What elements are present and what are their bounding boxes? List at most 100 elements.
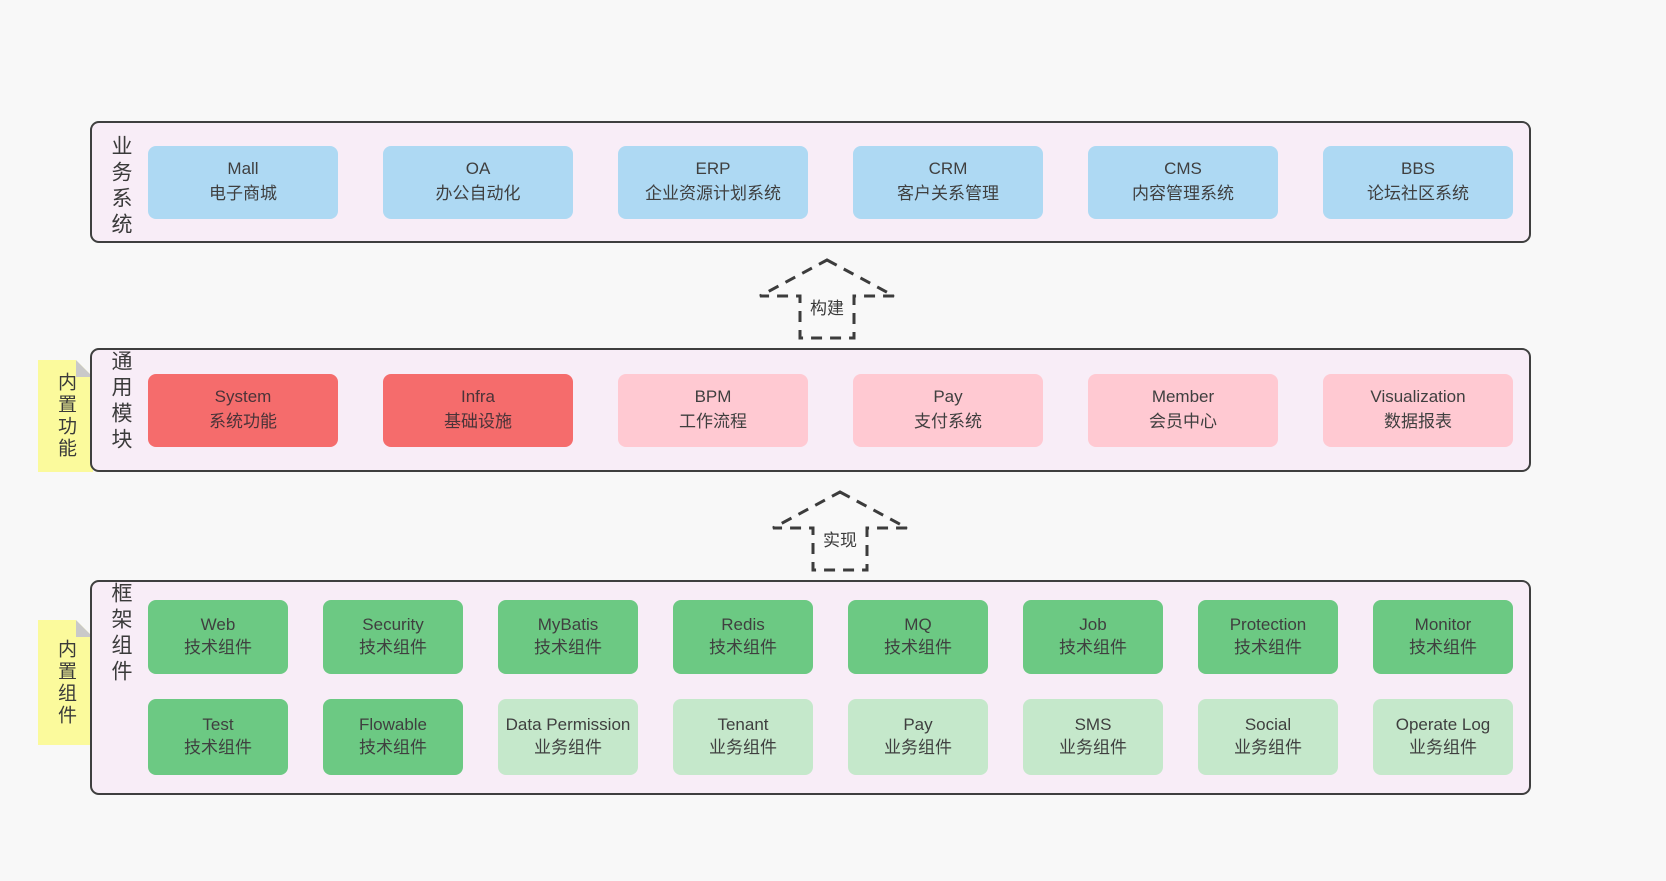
common-modules-box-row: System 系统功能 Infra 基础设施 BPM 工作流程 Pay 支付系统 Member 会… <box>148 350 1513 470</box>
component-box-pay: Pay 业务组件 <box>848 699 988 775</box>
component-desc: 技术组件 <box>359 638 427 657</box>
component-name: Data Permission <box>505 715 631 735</box>
component-desc: 技术组件 <box>184 738 252 757</box>
tier-common-modules: 通用模块 System 系统功能 Infra 基础设施 BPM 工作流程 Pay 支付系统 Me… <box>90 348 1531 472</box>
implement-arrow: 实现 <box>770 489 910 573</box>
component-name: MyBatis <box>537 615 599 635</box>
component-name: Pay <box>933 387 963 407</box>
component-box-test: Test 技术组件 <box>148 699 288 775</box>
component-box-pay: Pay 支付系统 <box>853 373 1043 447</box>
implement-arrow-label: 实现 <box>820 526 860 551</box>
component-name: Test <box>202 715 234 735</box>
component-desc: 办公自动化 <box>435 184 521 203</box>
component-name: Social <box>1244 715 1292 735</box>
component-name: Visualization <box>1370 387 1466 407</box>
component-name: Web <box>200 615 236 635</box>
tier-label-framework-components: 框架组件 <box>109 582 132 686</box>
sticky-note-label: 内置功能 <box>55 372 76 460</box>
component-desc: 技术组件 <box>1059 638 1127 657</box>
component-name: ERP <box>695 159 731 179</box>
component-name: OA <box>465 159 491 179</box>
component-desc: 技术组件 <box>1234 638 1302 657</box>
sticky-note-built-in-functions: 内置功能 <box>38 360 93 472</box>
component-desc: 基础设施 <box>444 412 512 431</box>
component-box-flowable: Flowable 技术组件 <box>323 699 463 775</box>
component-name: CMS <box>1164 159 1202 179</box>
component-desc: 工作流程 <box>679 412 747 431</box>
component-box-tenant: Tenant 业务组件 <box>673 699 813 775</box>
component-name: Security <box>362 615 424 635</box>
component-desc: 业务组件 <box>709 738 777 757</box>
component-name: SMS <box>1074 715 1112 735</box>
tier-label-common-modules: 通用模块 <box>109 350 132 454</box>
component-box-bbs: BBS 论坛社区系统 <box>1323 145 1513 219</box>
component-name: Job <box>1079 615 1107 635</box>
component-name: CRM <box>928 159 968 179</box>
component-desc: 内容管理系统 <box>1132 184 1234 203</box>
component-box-erp: ERP 企业资源计划系统 <box>618 145 808 219</box>
component-box-system: System 系统功能 <box>148 373 338 447</box>
component-desc: 电子商城 <box>209 184 277 203</box>
component-desc: 支付系统 <box>914 412 982 431</box>
component-box-job: Job 技术组件 <box>1023 600 1163 674</box>
component-box-data-permission: Data Permission 业务组件 <box>498 699 638 775</box>
component-box-operate-log: Operate Log 业务组件 <box>1373 699 1513 775</box>
component-box-crm: CRM 客户关系管理 <box>853 145 1043 219</box>
component-name: Monitor <box>1414 615 1472 635</box>
component-desc: 业务组件 <box>1409 738 1477 757</box>
component-desc: 技术组件 <box>359 738 427 757</box>
component-desc: 技术组件 <box>884 638 952 657</box>
component-name: BPM <box>694 387 732 407</box>
component-desc: 系统功能 <box>209 412 277 431</box>
component-desc: 业务组件 <box>884 738 952 757</box>
component-name: Mall <box>227 159 259 179</box>
component-name: BBS <box>1400 159 1436 179</box>
component-box-redis: Redis 技术组件 <box>673 600 813 674</box>
business-systems-box-row: Mall 电子商城 OA 办公自动化 ERP 企业资源计划系统 CRM 客户关系管理 CMS 内容… <box>148 123 1513 241</box>
component-desc: 技术组件 <box>709 638 777 657</box>
component-name: MQ <box>904 615 932 635</box>
component-box-mybatis: MyBatis 技术组件 <box>498 600 638 674</box>
component-name: Infra <box>460 387 496 407</box>
component-box-member: Member 会员中心 <box>1088 373 1278 447</box>
sticky-note-label: 内置组件 <box>55 638 76 727</box>
tier-business-systems: 业务系统 Mall 电子商城 OA 办公自动化 ERP 企业资源计划系统 CRM 客户关系管理… <box>90 121 1531 243</box>
component-name: Tenant <box>717 715 769 735</box>
build-arrow-label: 构建 <box>807 294 847 319</box>
component-box-cms: CMS 内容管理系统 <box>1088 145 1278 219</box>
component-desc: 业务组件 <box>534 738 602 757</box>
component-name: Flowable <box>358 715 428 735</box>
component-name: Protection <box>1229 615 1307 635</box>
component-box-oa: OA 办公自动化 <box>383 145 573 219</box>
component-name: Operate Log <box>1395 715 1491 735</box>
component-box-monitor: Monitor 技术组件 <box>1373 600 1513 674</box>
component-box-mall: Mall 电子商城 <box>148 145 338 219</box>
component-box-sms: SMS 业务组件 <box>1023 699 1163 775</box>
component-box-web: Web 技术组件 <box>148 600 288 674</box>
sticky-note-built-in-components: 内置组件 <box>38 620 93 745</box>
component-box-mq: MQ 技术组件 <box>848 600 988 674</box>
component-desc: 客户关系管理 <box>897 184 999 203</box>
component-box-visualization: Visualization 数据报表 <box>1323 373 1513 447</box>
component-desc: 企业资源计划系统 <box>645 184 781 203</box>
build-arrow: 构建 <box>757 257 897 341</box>
component-name: Pay <box>903 715 933 735</box>
component-name: System <box>214 387 272 407</box>
component-desc: 技术组件 <box>184 638 252 657</box>
component-box-protection: Protection 技术组件 <box>1198 600 1338 674</box>
component-box-bpm: BPM 工作流程 <box>618 373 808 447</box>
component-box-infra: Infra 基础设施 <box>383 373 573 447</box>
component-desc: 数据报表 <box>1384 412 1452 431</box>
component-desc: 技术组件 <box>534 638 602 657</box>
tier-label-business-systems: 业务系统 <box>109 135 132 239</box>
component-desc: 论坛社区系统 <box>1367 184 1469 203</box>
component-desc: 业务组件 <box>1234 738 1302 757</box>
component-desc: 技术组件 <box>1409 638 1477 657</box>
component-name: Member <box>1151 387 1215 407</box>
component-desc: 会员中心 <box>1149 412 1217 431</box>
component-box-social: Social 业务组件 <box>1198 699 1338 775</box>
component-desc: 业务组件 <box>1059 738 1127 757</box>
component-name: Redis <box>721 615 765 635</box>
